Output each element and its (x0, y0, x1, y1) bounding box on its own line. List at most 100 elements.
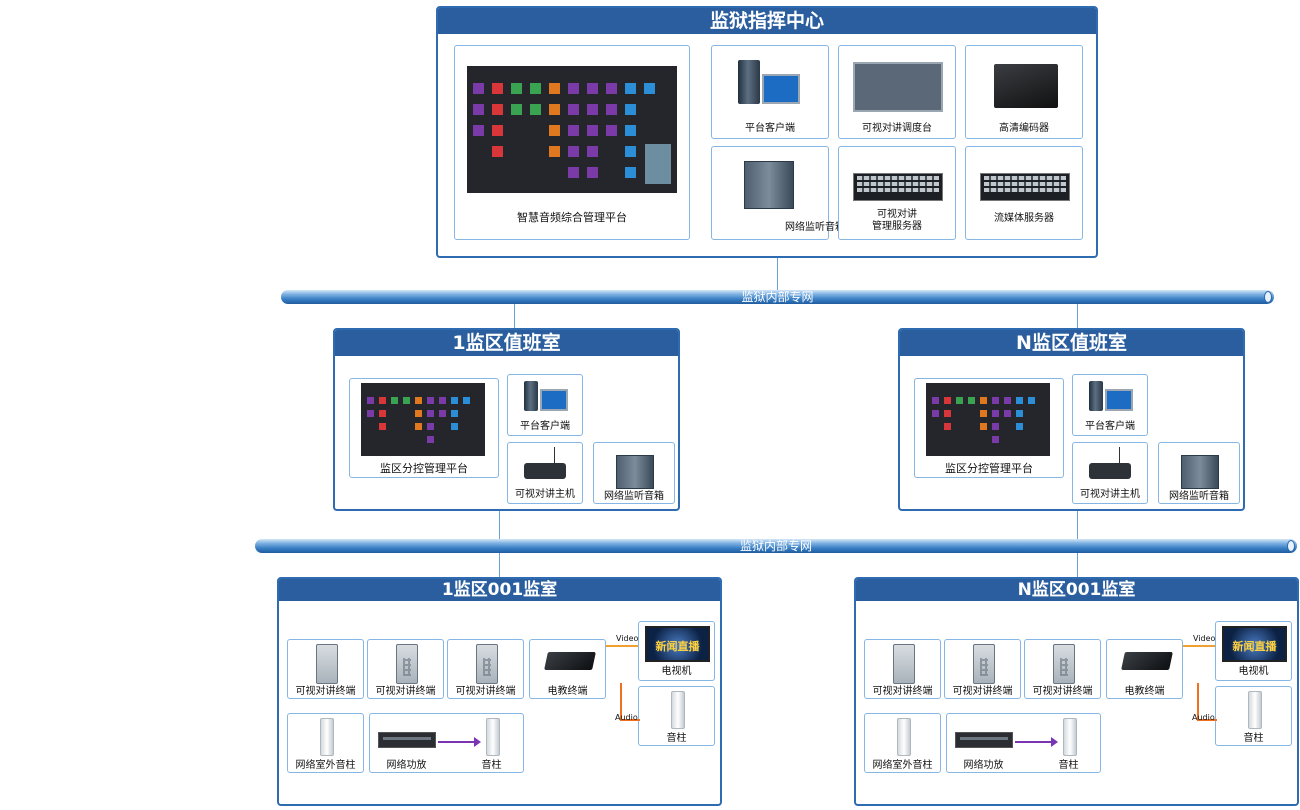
sound-column-icon (486, 718, 500, 756)
tv-screen-text: 新闻直播 (1232, 639, 1277, 653)
encoder-icon (994, 64, 1058, 108)
item-label: 网络监听音箱 (785, 222, 845, 233)
cell-title: N监区001监室 (856, 579, 1297, 601)
server-icon (980, 173, 1070, 201)
link-center-network (777, 258, 778, 290)
platform-screenshot (467, 66, 677, 193)
amp-column-label: 音柱 (1058, 760, 1079, 771)
link-network2-cellN (1077, 553, 1078, 577)
amp-arrow-head (1051, 737, 1058, 747)
speaker-icon (1181, 455, 1219, 489)
console-icon (853, 62, 943, 112)
amp-arrow-line (438, 741, 476, 743)
outdoor-column-card: 网络室外音柱 (287, 713, 364, 773)
outdoor-column-card: 网络室外音柱 (864, 713, 941, 773)
link-room1-network2 (499, 511, 500, 539)
duty-speaker-card: 网络监听音箱 (593, 442, 675, 504)
link-roomN-network2 (1077, 511, 1078, 539)
link-network-room1 (514, 304, 515, 328)
item-label: 平台客户端 (745, 123, 795, 134)
tv-screen-text: 新闻直播 (655, 639, 700, 653)
duty-host-card: 可视对讲主机 (507, 442, 583, 504)
command-center-panel: 监狱指挥中心 (436, 6, 1098, 258)
pc-monitor-icon (1105, 389, 1133, 411)
intercom-host-icon (1089, 463, 1131, 479)
terminal-label: 可视对讲终端 (455, 686, 516, 697)
amp-label: 网络功放 (963, 760, 1004, 771)
server-icon (853, 173, 943, 201)
outdoor-column-label: 网络室外音柱 (295, 760, 356, 771)
terminal-card: 可视对讲终端 (864, 639, 941, 699)
terminal-card: 可视对讲终端 (944, 639, 1021, 699)
item-label: 流媒体服务器 (994, 213, 1054, 224)
item-streaming-server: 流媒体服务器 (965, 146, 1083, 240)
audio-label: Audio (1192, 713, 1215, 722)
intercom-terminal-icon (476, 644, 498, 684)
sound-column-icon (671, 691, 685, 729)
tv-card: 新闻直播 电视机 (638, 621, 715, 681)
terminal-card: 可视对讲终端 (287, 639, 364, 699)
edu-terminal-card: 电教终端 (529, 639, 606, 699)
column-label: 音柱 (1243, 733, 1264, 744)
platform-label: 智慧音频综合管理平台 (517, 211, 627, 224)
item-intercom-server: 可视对讲 管理服务器 (838, 146, 956, 240)
item-platform-client: 平台客户端 (711, 45, 829, 139)
tv-icon: 新闻直播 (1222, 626, 1287, 662)
duty-host-label: 可视对讲主机 (515, 489, 575, 500)
duty-room-n-panel: N监区值班室 监区分控管理平台 平台客户端 (898, 328, 1245, 511)
terminal-label: 可视对讲终端 (1032, 686, 1093, 697)
amp-column-label: 音柱 (481, 760, 502, 771)
sub-platform-screenshot (926, 383, 1050, 456)
item-label: 高清编码器 (999, 123, 1049, 134)
edu-terminal-label: 电教终端 (547, 686, 588, 697)
duty-host-card: 可视对讲主机 (1072, 442, 1148, 504)
duty-host-label: 可视对讲主机 (1080, 489, 1140, 500)
speaker-icon (616, 455, 654, 489)
terminal-card: 可视对讲终端 (367, 639, 444, 699)
terminal-card: 可视对讲终端 (447, 639, 524, 699)
video-label: Video (1193, 634, 1216, 643)
intercom-terminal-icon (1053, 644, 1075, 684)
duty-speaker-label: 网络监听音箱 (1169, 491, 1229, 502)
link-network-roomN (1077, 304, 1078, 328)
duty-client-label: 平台客户端 (520, 421, 570, 432)
platform-card: 智慧音频综合管理平台 (454, 45, 690, 240)
edu-terminal-label: 电教终端 (1124, 686, 1165, 697)
edu-terminal-card: 电教终端 (1106, 639, 1183, 699)
tv-label: 电视机 (1238, 666, 1269, 677)
video-line (606, 645, 624, 669)
item-label: 可视对讲 管理服务器 (872, 209, 922, 232)
column-card: 音柱 (1215, 686, 1292, 746)
outdoor-column-label: 网络室外音柱 (872, 760, 933, 771)
audio-label: Audio (615, 713, 638, 722)
sub-platform-label: 监区分控管理平台 (380, 462, 468, 475)
amp-arrow-line (1015, 741, 1053, 743)
intercom-terminal-icon (893, 644, 915, 684)
terminal-label: 可视对讲终端 (375, 686, 436, 697)
cell-1-panel: 1监区001监室 可视对讲终端 可视对讲终端 可视对讲终端 电教终端 新闻直播 … (277, 577, 722, 806)
sub-platform-label: 监区分控管理平台 (945, 462, 1033, 475)
cell-n-panel: N监区001监室 可视对讲终端 可视对讲终端 可视对讲终端 电教终端 新闻直播 … (854, 577, 1299, 806)
duty-room-title: 1监区值班室 (335, 330, 678, 356)
edu-terminal-icon (1121, 652, 1173, 670)
tv-label: 电视机 (661, 666, 692, 677)
cell-title: 1监区001监室 (279, 579, 720, 601)
video-line (1183, 645, 1215, 648)
terminal-card: 可视对讲终端 (1024, 639, 1101, 699)
sound-column-icon (897, 718, 911, 756)
network-pipe-1: 监狱内部专网 (281, 290, 1274, 304)
edu-terminal-icon (544, 652, 596, 670)
duty-client-card: 平台客户端 (1072, 374, 1148, 436)
item-hd-encoder: 高清编码器 (965, 45, 1083, 139)
duty-room-1-panel: 1监区值班室 监区分控管理平台 平台客户端 (333, 328, 680, 511)
intercom-terminal-icon (973, 644, 995, 684)
column-card: 音柱 (638, 686, 715, 746)
item-label: 可视对讲调度台 (862, 123, 932, 134)
amplifier-icon (378, 732, 436, 748)
pc-monitor-icon (540, 389, 568, 411)
sub-platform-card: 监区分控管理平台 (914, 378, 1064, 478)
video-label: Video (616, 634, 639, 643)
terminal-label: 可视对讲终端 (872, 686, 933, 697)
link-network2-cell1 (499, 553, 500, 577)
column-label: 音柱 (666, 733, 687, 744)
